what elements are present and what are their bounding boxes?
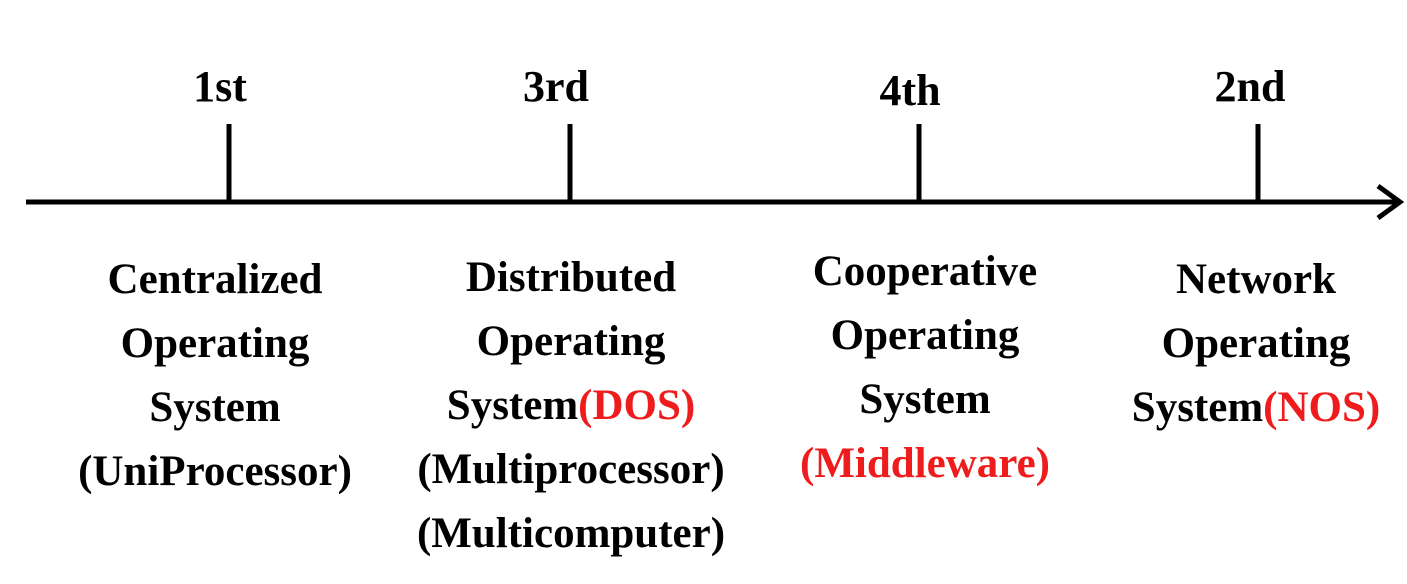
- stage-ordinal: 2nd: [1214, 62, 1286, 111]
- description-line: (Multiprocessor): [417, 446, 725, 493]
- highlight-label: (DOS): [578, 382, 696, 429]
- description-line: Operating: [476, 318, 666, 365]
- description-line: Operating: [1161, 320, 1351, 367]
- description-line: Distributed: [465, 254, 677, 301]
- description-line: System: [149, 384, 281, 431]
- description-line: Operating: [830, 312, 1020, 359]
- stage-description: Network Operating System(NOS): [1076, 248, 1407, 440]
- description-line: System: [859, 376, 991, 423]
- description-line: Cooperative: [812, 248, 1038, 295]
- description-line: System(NOS): [1131, 384, 1381, 431]
- stage-description: Distributed Operating System(DOS) (Multi…: [391, 246, 751, 566]
- description-line: Network: [1175, 256, 1336, 303]
- arrow-head-icon: [1376, 183, 1405, 221]
- description-line: System(DOS): [446, 382, 696, 429]
- stage-ordinal: 3rd: [523, 62, 589, 111]
- description-line: (Multicomputer): [416, 510, 726, 557]
- stage-description: Cooperative Operating System (Middleware…: [745, 240, 1105, 496]
- stage-ordinal: 1st: [193, 62, 247, 111]
- highlight-label: (NOS): [1263, 384, 1381, 431]
- highlight-label: (Middleware): [800, 440, 1050, 487]
- description-line: Operating: [120, 320, 310, 367]
- stage-description: Centralized Operating System (UniProcess…: [35, 248, 395, 504]
- description-line: (UniProcessor): [78, 448, 352, 495]
- stage-ordinal: 4th: [879, 66, 941, 115]
- description-line: Centralized: [107, 256, 323, 303]
